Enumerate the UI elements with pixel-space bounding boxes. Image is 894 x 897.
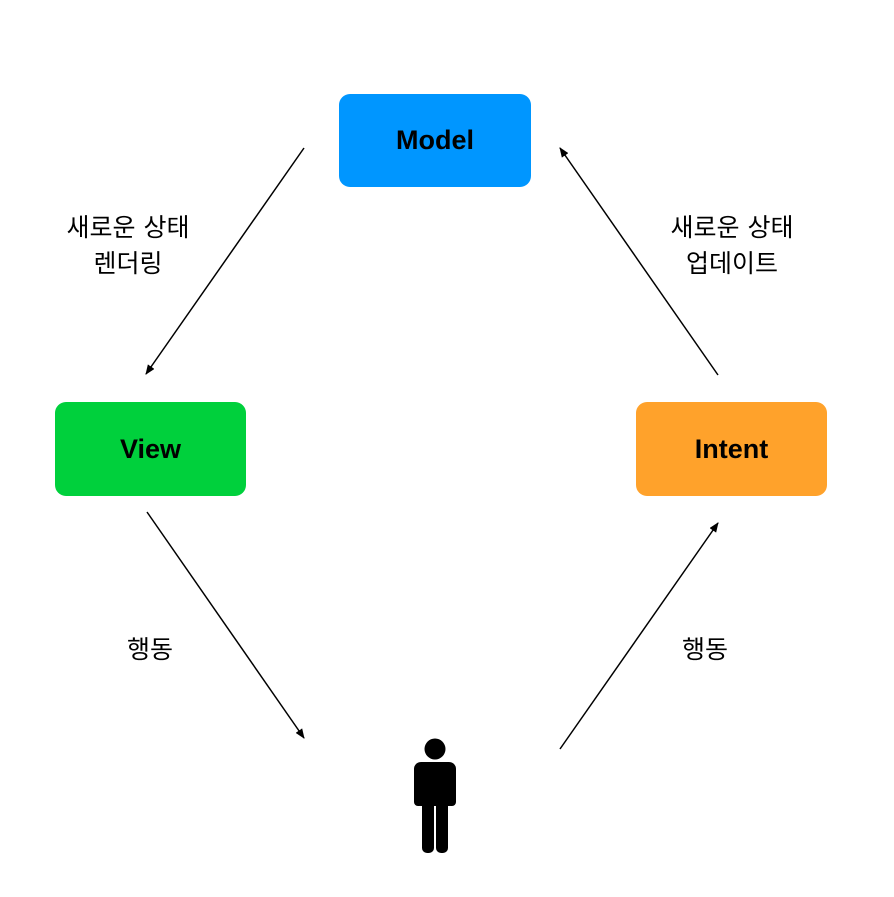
label-new-state-update: 새로운 상태 업데이트 [642, 210, 822, 282]
label-action-right: 행동 [681, 635, 728, 664]
model-node-label: Model [396, 125, 474, 155]
label-new-state-update-line2: 업데이트 [685, 249, 778, 278]
label-new-state-render: 새로운 상태 렌더링 [38, 210, 218, 282]
view-node-label: View [119, 433, 182, 464]
label-action-left: 행동 [126, 635, 173, 664]
label-new-state-render-line2: 렌더링 [93, 249, 163, 278]
arrow-model-to-view [145, 147, 305, 375]
label-new-state-update-line1: 새로운 상태 [670, 213, 794, 242]
view-node: View [55, 402, 246, 496]
intent-node-label: Intent [694, 433, 769, 464]
arrow-view-to-user [146, 511, 305, 739]
intent-node: Intent [636, 402, 827, 496]
arrow-intent-to-model [559, 147, 719, 376]
model-node: Model [339, 94, 531, 187]
person-icon [414, 738, 456, 853]
arrow-user-to-intent [559, 522, 719, 750]
label-new-state-render-line1: 새로운 상태 [66, 213, 190, 242]
